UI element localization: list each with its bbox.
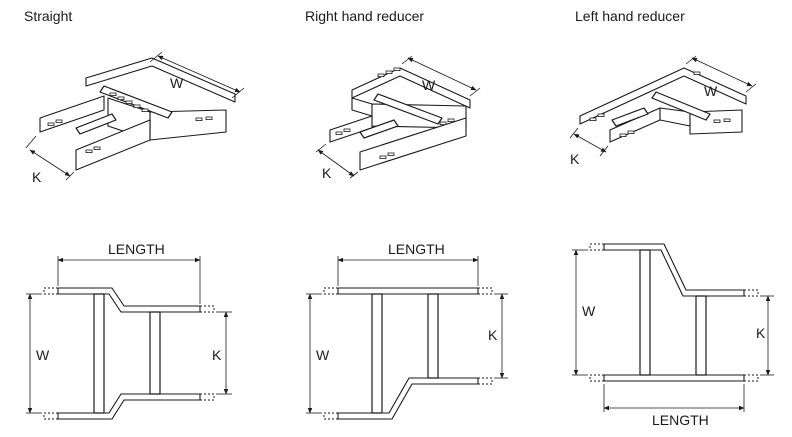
- iso-width-label-straight: W: [170, 75, 184, 91]
- iso-k-label-straight: K: [32, 169, 42, 185]
- title-straight: Straight: [24, 8, 72, 24]
- plan-width-label-straight: W: [36, 347, 50, 363]
- plan-width-label-right-hand: W: [316, 347, 330, 363]
- iso-view-straight: W K: [25, 51, 245, 185]
- iso-view-right-hand-reducer: W K: [315, 55, 481, 181]
- plan-length-label-straight: LENGTH: [108, 241, 165, 257]
- plan-width-label-left-hand: W: [582, 303, 596, 319]
- plan-view-left-hand-reducer: W K LENGTH: [572, 243, 774, 428]
- iso-k-label-right-hand: K: [322, 165, 332, 181]
- iso-width-label-right-hand: W: [422, 77, 436, 93]
- plan-view-straight: LENGTH W K: [26, 241, 232, 420]
- iso-view-left-hand-reducer: W K: [569, 55, 757, 167]
- plan-k-label-straight: K: [212, 347, 222, 363]
- plan-view-right-hand-reducer: LENGTH W K: [306, 241, 508, 420]
- iso-width-label-left-hand: W: [704, 83, 718, 99]
- plan-k-label-right-hand: K: [488, 327, 498, 343]
- title-left-hand-reducer: Left hand reducer: [575, 8, 685, 24]
- plan-k-label-left-hand: K: [756, 325, 766, 341]
- plan-length-label-left-hand: LENGTH: [652, 412, 709, 428]
- plan-length-label-right-hand: LENGTH: [388, 241, 445, 257]
- iso-k-label-left-hand: K: [570, 151, 580, 167]
- title-right-hand-reducer: Right hand reducer: [305, 8, 424, 24]
